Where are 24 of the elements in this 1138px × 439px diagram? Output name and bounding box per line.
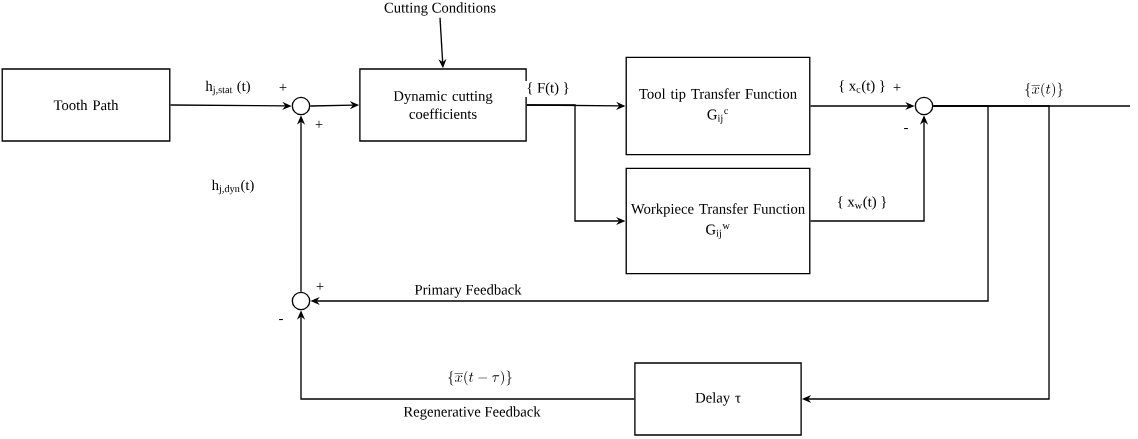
edge-label: h$_{j,dyn}$(t)	[210, 178, 256, 196]
input-label: Cutting Conditions	[384, 2, 496, 16]
sign-label: +	[279, 83, 287, 91]
block-box: Tooth Path	[1, 68, 171, 142]
sign-label: +	[316, 282, 324, 290]
block-box: Delay τ	[634, 362, 802, 436]
edge-label: Regenerative Feedback	[402, 405, 542, 421]
edge-label: { x$_{c}$(t) }	[836, 79, 888, 95]
edge-label: h$_{j,stat}$ (t)	[204, 79, 252, 97]
edge-label: { x$_{w}$(t) }	[835, 195, 889, 211]
edge-label: { F(t) }	[524, 81, 572, 97]
edge-label: $\{\overline{x}(t)\}$	[1022, 81, 1066, 99]
summing-junction	[291, 291, 311, 311]
block-box: Workpiece Transfer Function G$_{ij}$w	[625, 167, 811, 275]
signal-label: $\{\overline{x}(t - \tau)\}$	[448, 370, 512, 386]
block-box: Tool tip Transfer Function G$_{ij}$c	[625, 56, 811, 156]
block-box: Dynamic cutting coefficients	[359, 68, 527, 142]
sign-label: +	[893, 83, 901, 91]
sign-label: -	[904, 128, 908, 130]
sign-label: -	[279, 319, 283, 321]
summing-junction	[914, 96, 934, 116]
summing-junction	[291, 96, 311, 116]
sign-label: +	[315, 120, 323, 128]
edge-label: Primary Feedback	[413, 283, 523, 299]
